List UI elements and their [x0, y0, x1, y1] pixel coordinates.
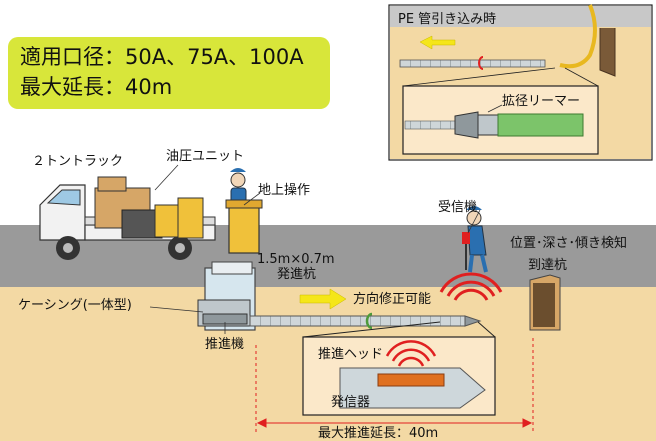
joint-icon	[365, 312, 373, 330]
receiver-label: 受信機	[438, 200, 478, 215]
pe-inset-title: PE 管引き込み時	[398, 12, 497, 27]
arrival-pit-label: 到達杭	[528, 258, 568, 273]
steerable-label: 方向修正可能	[353, 292, 432, 307]
push-direction-arrow	[299, 288, 347, 310]
pit-size-label: 1.5m×0.7m	[257, 252, 335, 267]
casing-label: ケーシング(一体型)	[18, 298, 132, 313]
push-head-label: 推進ヘッド	[318, 347, 384, 362]
spec-length: 最大延長：40m	[20, 75, 173, 99]
signal-waves-icon	[439, 272, 503, 301]
ground-operation-label: 地上操作	[258, 183, 311, 198]
truck-label: ２トントラック	[32, 154, 124, 169]
push-head-inset	[302, 321, 496, 416]
max-length-label: 最大推進延長：40m	[318, 426, 439, 441]
dimension-line	[255, 338, 534, 432]
reamer-label: 拡径リーマー	[502, 94, 581, 109]
arrival-pit	[529, 274, 561, 331]
drill-tip	[464, 315, 482, 327]
casing-pipe	[249, 315, 466, 327]
receiver-operator-icon	[462, 206, 488, 273]
hydraulic-unit-label: 油圧ユニット	[166, 149, 245, 164]
spec-box: 適用口径：50A、75A、100A 最大延長：40m	[8, 37, 330, 109]
start-pit	[197, 261, 256, 331]
detection-label: 位置･深さ･傾き検知	[510, 236, 628, 251]
truck-icon	[39, 176, 216, 260]
spec-diameter: 適用口径：50A、75A、100A	[20, 45, 304, 69]
transmitter-label: 発信器	[331, 395, 371, 410]
operator-icon	[225, 168, 263, 254]
start-pit-label: 発進杭	[277, 267, 317, 282]
pusher-label: 推進機	[205, 337, 245, 352]
pe-inset	[388, 4, 653, 161]
